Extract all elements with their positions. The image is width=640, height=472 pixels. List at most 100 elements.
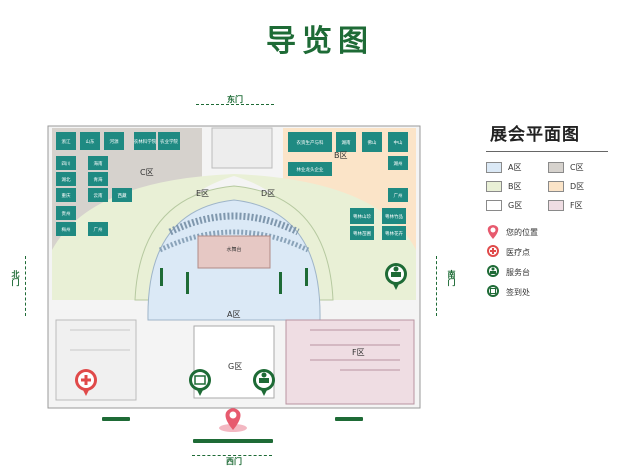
booth-label: 海南 bbox=[94, 160, 103, 167]
legend-icon-list: 您的位置 医疗点 服务台 签到处 bbox=[486, 223, 626, 301]
booth bbox=[56, 172, 76, 186]
legend-swatch bbox=[486, 162, 502, 173]
booth-label: 农林科学院 bbox=[134, 138, 157, 145]
booth bbox=[56, 156, 76, 170]
west-gate-label: 西门 bbox=[226, 457, 242, 466]
booth bbox=[158, 132, 180, 150]
legend-zone-label: B区 bbox=[508, 182, 522, 191]
booth-label: 西藏 bbox=[118, 192, 127, 199]
booth-label: 青海 bbox=[94, 176, 103, 183]
north-gate-label: 北门 bbox=[11, 270, 20, 286]
legend-zone-label: C区 bbox=[570, 163, 584, 172]
legend-item-medical: 医疗点 bbox=[486, 243, 626, 261]
booth-label: 粤林山珍 bbox=[353, 213, 371, 220]
legend-zone-item: B区 bbox=[486, 181, 548, 192]
legend-item-service: 服务台 bbox=[486, 263, 626, 281]
booth-label: 湖南 bbox=[342, 139, 351, 146]
booth-label: 浙江 bbox=[62, 138, 71, 145]
legend-zone-item: A区 bbox=[486, 162, 548, 173]
booth-label: 云南 bbox=[94, 192, 103, 199]
checkin-icon bbox=[487, 285, 499, 297]
booth bbox=[388, 132, 408, 152]
booth bbox=[56, 132, 76, 150]
booth bbox=[88, 172, 108, 186]
booths-b-group: 农资生产与科湖南佛山中山林业龙头企业湖州广州粤林山珍粤林竹品粤林苗圃粤林花卉 bbox=[288, 132, 408, 240]
zone-c-label: C区 bbox=[140, 168, 154, 177]
booth bbox=[80, 132, 100, 150]
zone-b-label: B区 bbox=[334, 151, 348, 160]
booth-label: 中山 bbox=[394, 139, 403, 146]
booth bbox=[104, 132, 124, 150]
booth bbox=[88, 188, 108, 202]
booth-label: 广州 bbox=[94, 226, 103, 233]
zone-e-label: E区 bbox=[196, 189, 209, 198]
booth-label: 粤林竹品 bbox=[385, 213, 403, 220]
booth-label: 四川 bbox=[62, 161, 71, 167]
booth bbox=[56, 222, 76, 236]
booth bbox=[388, 188, 408, 202]
booth-label: 河源 bbox=[110, 138, 119, 145]
checkin-icon-map bbox=[189, 369, 211, 396]
booth-label: 佛山 bbox=[368, 139, 377, 146]
zone-a-label: A区 bbox=[227, 310, 240, 319]
booth bbox=[382, 226, 406, 240]
west-gate-line bbox=[192, 455, 272, 456]
south-gate-label: 南门 bbox=[447, 270, 456, 286]
legend-zone-label: D区 bbox=[570, 182, 585, 191]
legend: 展会平面图 A区 C区 B区 D区 G区 F区 您的位置 医疗点 服务台 签到处 bbox=[486, 120, 626, 303]
booth-label: 贵州 bbox=[62, 210, 71, 217]
medical-icon bbox=[487, 245, 499, 257]
service-desk-icon bbox=[487, 265, 499, 277]
legend-swatch bbox=[548, 200, 564, 211]
legend-swatch bbox=[486, 200, 502, 211]
booth bbox=[288, 132, 332, 152]
booth-label: 林业龙头企业 bbox=[297, 166, 324, 173]
zone-d-label: D区 bbox=[261, 189, 275, 198]
booth bbox=[362, 132, 382, 152]
legend-zone-item: C区 bbox=[548, 162, 610, 173]
legend-swatch bbox=[548, 181, 564, 192]
entrance-bar-left bbox=[102, 417, 130, 421]
legend-swatch bbox=[548, 162, 564, 173]
legend-label-service: 服务台 bbox=[506, 267, 530, 277]
booth bbox=[336, 132, 356, 152]
legend-zone-item: G区 bbox=[486, 200, 548, 211]
stage-label: 水舞台 bbox=[226, 246, 241, 253]
booth bbox=[112, 188, 132, 202]
medical-icon-map bbox=[75, 369, 97, 396]
booths-c-group: 浙江山东河源农林科学院农业学院四川海南湖北青海重庆云南西藏贵州梅州广州 bbox=[56, 132, 180, 236]
service-desk-icon-map-2 bbox=[253, 369, 275, 396]
legend-label-location: 您的位置 bbox=[506, 227, 538, 237]
entrance-bar-right bbox=[335, 417, 363, 421]
location-pin-icon-map bbox=[219, 408, 247, 432]
zone-g-label: G区 bbox=[228, 362, 242, 371]
booth-label: 湖州 bbox=[394, 160, 403, 167]
legend-zone-label: F区 bbox=[570, 201, 583, 210]
legend-divider bbox=[486, 151, 608, 152]
booth-label: 粤林苗圃 bbox=[353, 230, 371, 237]
legend-zone-item: F区 bbox=[548, 200, 610, 211]
booth bbox=[382, 208, 406, 224]
east-gate-label: 东门 bbox=[227, 95, 243, 104]
booth bbox=[56, 206, 76, 220]
booth-label: 粤林花卉 bbox=[385, 230, 403, 237]
west-gate-bar bbox=[193, 439, 273, 443]
legend-zone-grid: A区 C区 B区 D区 G区 F区 bbox=[486, 162, 626, 211]
legend-zone-label: A区 bbox=[508, 163, 522, 172]
service-desk-icon-map-1 bbox=[385, 263, 407, 290]
zone-f-label: F区 bbox=[352, 348, 365, 357]
legend-title: 展会平面图 bbox=[490, 125, 580, 145]
east-gate-line bbox=[196, 104, 274, 105]
south-gate-line bbox=[436, 256, 437, 316]
booth bbox=[88, 222, 108, 236]
legend-swatch bbox=[486, 181, 502, 192]
booth-label: 梅州 bbox=[62, 226, 71, 233]
booth bbox=[350, 226, 374, 240]
booth-label: 湖北 bbox=[62, 176, 71, 183]
booth-label: 农资生产与科 bbox=[297, 139, 324, 146]
stage-block bbox=[197, 235, 271, 269]
booth bbox=[56, 188, 76, 202]
booth bbox=[288, 162, 332, 176]
booth-label: 山东 bbox=[86, 138, 95, 145]
